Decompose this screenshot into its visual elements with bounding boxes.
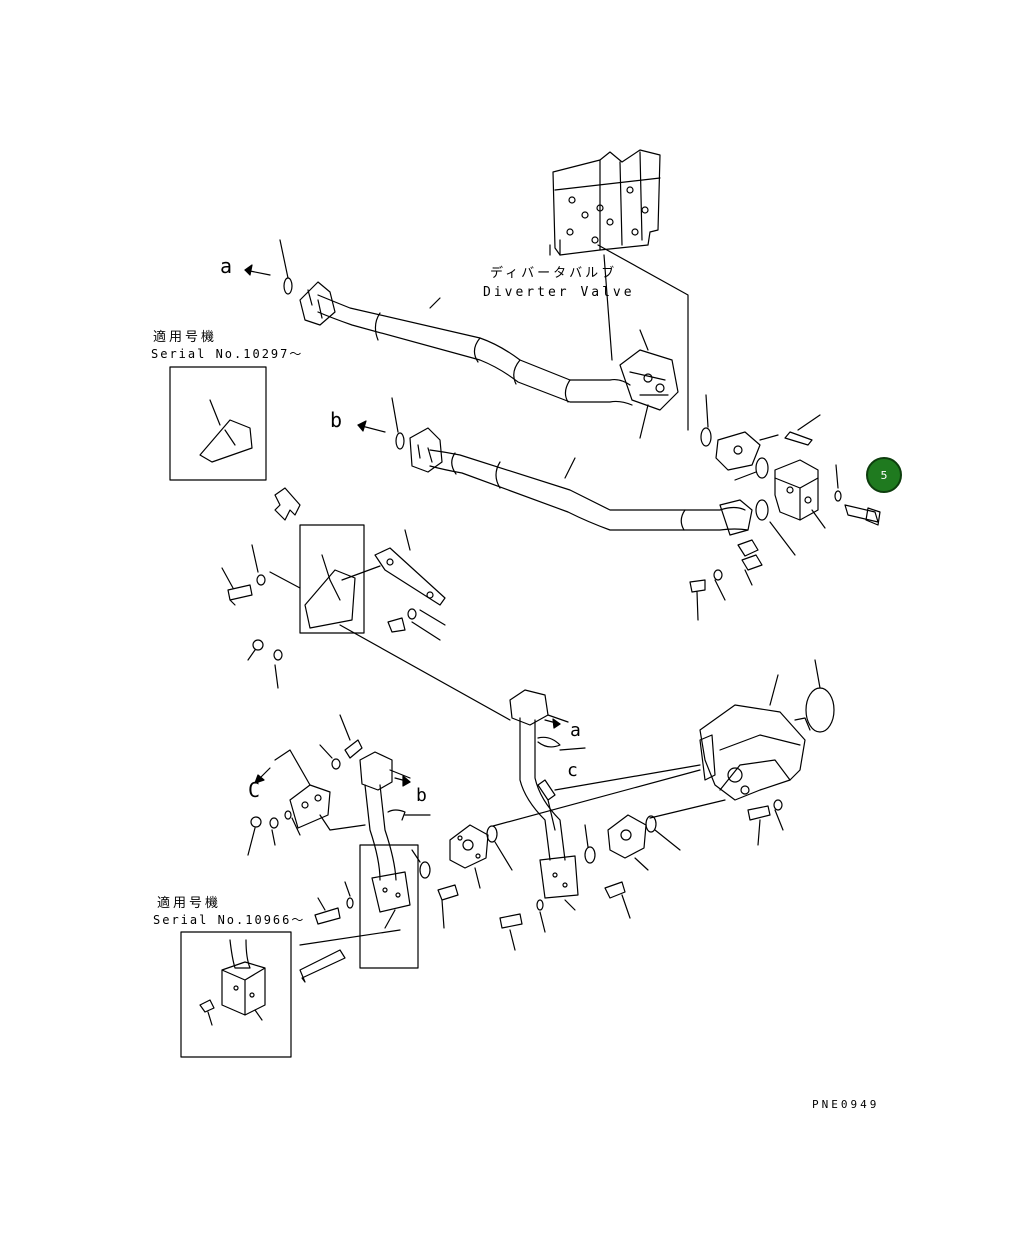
inset-frame — [359, 844, 419, 969]
diverter-jp-label: ディバータバルブ — [490, 266, 618, 281]
block — [774, 459, 819, 521]
large-o-ring — [805, 687, 835, 733]
callout-number: 5 — [880, 468, 888, 482]
label-c-right: c — [567, 760, 578, 781]
label-b-lower: b — [416, 785, 427, 806]
bolt — [844, 504, 879, 523]
clip — [537, 736, 561, 748]
serial-top-jp: 適用号機 — [153, 330, 218, 345]
o-ring — [283, 277, 293, 295]
arrow-outline — [274, 487, 301, 521]
lower-tubes — [359, 689, 579, 913]
bracket-plate — [374, 547, 446, 606]
split-flange — [715, 431, 761, 471]
o-ring — [419, 861, 431, 879]
label-a-lower: a — [570, 720, 581, 741]
split-flange — [449, 824, 489, 869]
drawing-code: PNE0949 — [812, 1098, 880, 1111]
serial-bottom-label: Serial No.10966～ — [153, 913, 306, 927]
serial-box-bottom — [180, 931, 292, 1058]
upper-hose — [299, 281, 679, 411]
label-a-top: a — [220, 254, 233, 278]
o-ring — [755, 457, 769, 479]
leader-diverter-oring — [597, 244, 689, 431]
serial-top-label: Serial No.10297～ — [151, 347, 304, 361]
bracket-frame — [299, 524, 365, 634]
label-b-top: b — [330, 408, 343, 432]
o-ring — [584, 846, 596, 864]
diverter-en-label: Diverter Valve — [483, 285, 635, 300]
diverter-valve — [549, 149, 661, 256]
o-ring — [700, 427, 712, 447]
hydraulic-pump — [699, 704, 811, 801]
serial-box-top — [169, 366, 267, 481]
c-bracket — [289, 784, 331, 829]
serial-bottom-jp: 適用号機 — [157, 896, 222, 911]
o-ring — [395, 432, 405, 450]
washer — [834, 490, 842, 502]
label-c-left: C — [248, 778, 261, 802]
o-ring — [645, 815, 657, 833]
arrow-outline — [299, 949, 346, 983]
o-ring — [755, 499, 769, 521]
leader — [429, 297, 441, 309]
part-callout-5[interactable]: 5 — [866, 457, 902, 493]
split-flange — [607, 814, 647, 859]
o-ring — [486, 825, 498, 843]
lower-hose — [409, 427, 753, 536]
